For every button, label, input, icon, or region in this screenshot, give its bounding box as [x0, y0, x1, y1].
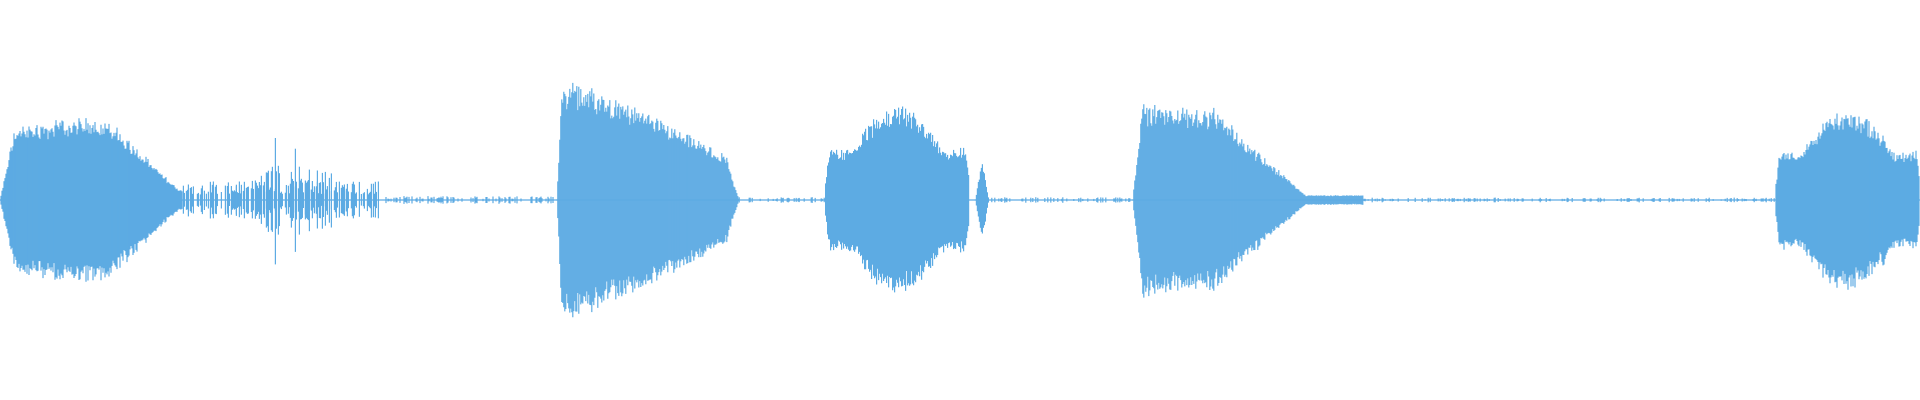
- waveform-amplitude-bars: [0, 82, 1920, 318]
